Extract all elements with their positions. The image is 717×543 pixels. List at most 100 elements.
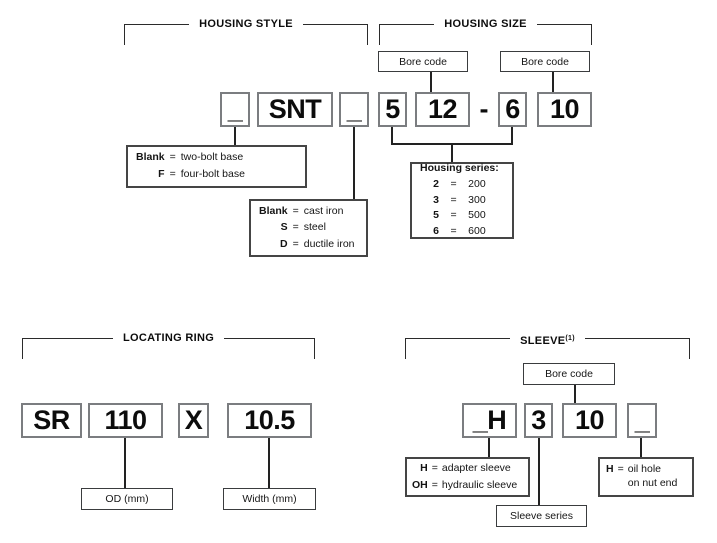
code-box-material: _: [339, 92, 369, 127]
bracket-line: [22, 338, 113, 339]
legend-key: D: [280, 237, 288, 250]
code-box-sleeve-bore: 10: [562, 403, 617, 438]
bracket-right-leg: [314, 338, 315, 359]
connector-series-left: [391, 127, 393, 145]
code-box-x-separator: X: [178, 403, 209, 438]
connector-oil-hole-legend: [640, 438, 642, 458]
legend-key: Blank: [259, 204, 288, 217]
material-legend-box: Blank = cast iron S = steel D = ductile …: [249, 199, 368, 257]
legend-key: 3: [433, 193, 439, 206]
legend-value: adapter sleeve: [441, 461, 511, 474]
code-box-sleeve-series: 3: [524, 403, 553, 438]
legend-equals: =: [292, 204, 299, 217]
sleeve-title: SLEEVE(1): [510, 333, 585, 347]
bracket-right-leg: [689, 338, 690, 359]
legend-value: oil hole on nut end: [627, 463, 678, 489]
bore-code-label-1: Bore code: [378, 51, 468, 72]
connector-series-drop: [451, 143, 453, 163]
bracket-line: [224, 338, 316, 339]
bracket-line: [536, 24, 593, 25]
bracket-left-leg: [22, 338, 23, 359]
bracket-left-leg: [124, 24, 125, 45]
locating-ring-bracket: LOCATING RING: [22, 332, 316, 359]
connector-base-legend: [234, 127, 236, 146]
sleeve-series-label: Sleeve series: [496, 505, 587, 527]
connector-bore-code-2: [552, 72, 554, 92]
legend-equals: =: [450, 224, 457, 237]
bracket-right-leg: [367, 24, 368, 45]
legend-key: F: [158, 168, 165, 180]
legend-value: ductile iron: [303, 237, 355, 250]
legend-key: 6: [433, 224, 439, 237]
legend-value: 600: [468, 224, 486, 237]
base-legend-box: Blank = two-bolt base F = four-bolt base: [126, 145, 307, 188]
connector-width-label: [268, 438, 270, 489]
legend-key: OH: [412, 478, 428, 491]
bracket-line: [302, 24, 368, 25]
bore-code-label-2: Bore code: [500, 51, 590, 72]
legend-equals: =: [431, 461, 438, 474]
legend-equals: =: [617, 463, 624, 476]
bracket-right-leg: [591, 24, 592, 45]
legend-value: 500: [468, 209, 486, 222]
legend-key: Blank: [136, 151, 165, 164]
bore-code-label-3: Bore code: [523, 363, 615, 385]
code-box-oil-hole: _: [627, 403, 657, 438]
bracket-left-leg: [405, 338, 406, 359]
legend-key: H: [420, 461, 428, 474]
oil-hole-legend-box: H = oil hole on nut end: [598, 457, 694, 497]
bracket-line: [584, 338, 690, 339]
code-box-series-2: 6: [498, 92, 527, 127]
connector-sleeve-series-label: [538, 438, 540, 506]
sleeve-bracket: SLEEVE(1): [405, 333, 690, 359]
dash-separator: -: [479, 94, 489, 124]
sleeve-type-legend-box: H = adapter sleeve OH = hydraulic sleeve: [405, 457, 530, 497]
code-box-bore-1: 12: [415, 92, 470, 127]
bracket-line: [124, 24, 190, 25]
legend-value: 200: [468, 178, 486, 191]
locating-ring-title: LOCATING RING: [122, 332, 215, 344]
connector-type-legend: [488, 438, 490, 458]
legend-key: H: [606, 463, 614, 476]
bracket-line: [405, 338, 511, 339]
legend-value: steel: [303, 221, 326, 234]
connector-material-legend: [353, 127, 355, 200]
code-box-sr-prefix: SR: [21, 403, 82, 438]
legend-equals: =: [292, 237, 299, 250]
od-label: OD (mm): [81, 488, 173, 510]
bracket-left-leg: [379, 24, 380, 45]
legend-equals: =: [169, 151, 176, 164]
legend-value: two-bolt base: [180, 151, 244, 164]
sleeve-title-text: SLEEVE: [520, 335, 566, 347]
legend-key: 2: [433, 178, 439, 191]
code-box-base-prefix: _: [220, 92, 250, 127]
code-box-bore-2: 10: [537, 92, 592, 127]
code-box-series-1: 5: [378, 92, 407, 127]
legend-key: S: [280, 221, 288, 234]
legend-equals: =: [431, 478, 438, 491]
legend-equals: =: [292, 221, 299, 234]
legend-key: 5: [433, 209, 439, 222]
legend-equals: =: [450, 178, 457, 191]
housing-series-legend-box: Housing series: 2 = 200 3 = 300 5 = 500 …: [410, 162, 514, 239]
housing-size-title: HOUSING SIZE: [444, 18, 527, 30]
code-box-model: SNT: [257, 92, 333, 127]
legend-value: 300: [468, 193, 486, 206]
code-box-sleeve-type: _H: [462, 403, 517, 438]
connector-bore-code-3: [574, 385, 576, 403]
sleeve-title-footnote: (1): [565, 335, 575, 342]
legend-title: Housing series:: [420, 162, 499, 175]
housing-size-bracket: HOUSING SIZE: [379, 18, 593, 45]
housing-style-title: HOUSING STYLE: [199, 18, 293, 30]
connector-od-label: [124, 438, 126, 489]
housing-style-bracket: HOUSING STYLE: [124, 19, 368, 45]
connector-series-right: [511, 127, 513, 145]
code-box-ring-width: 10.5: [227, 403, 312, 438]
legend-value: hydraulic sleeve: [441, 478, 518, 491]
legend-equals: =: [450, 193, 457, 206]
legend-value: four-bolt base: [180, 168, 245, 180]
legend-equals: =: [450, 209, 457, 222]
legend-value: cast iron: [303, 204, 344, 217]
connector-bore-code-1: [430, 72, 432, 92]
